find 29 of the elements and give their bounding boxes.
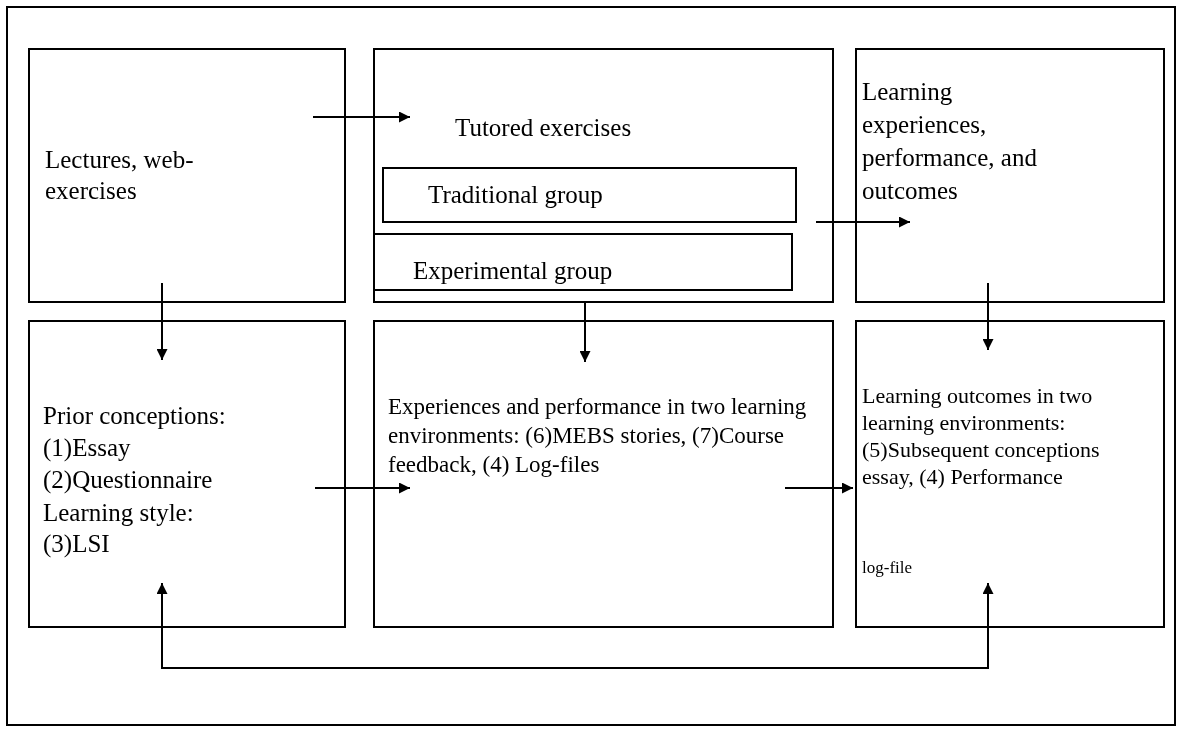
node-text: (3)LSI (43, 529, 111, 559)
node-text: Tutored exercises (455, 113, 633, 143)
node-text: Prior conceptions: (43, 401, 227, 431)
group-box (373, 233, 793, 291)
node-text: (2)Questionnaire (43, 465, 214, 495)
group-box (382, 167, 797, 223)
node-text: Learning style: (43, 498, 195, 528)
arrow (815, 216, 911, 228)
process-box (373, 320, 834, 628)
arrow (784, 482, 854, 494)
node-text: log-file (862, 557, 914, 579)
node-text: Experiences and performance in two learning environments: (6)MEBS stories, (7)Course feedback, (4) Log-files (388, 393, 808, 479)
node-text: (1)Essay (43, 433, 132, 463)
process-box (28, 320, 346, 628)
node-text: Experimental group (413, 256, 614, 286)
arrow (982, 282, 994, 351)
node-text: Learning outcomes in two learning environments: (5)Subsequent conceptions essay, (4) Performance (862, 382, 1101, 490)
node-text: Traditional group (428, 180, 604, 210)
arrow (579, 302, 591, 363)
node-text: Lectures, web-exercises (45, 145, 195, 206)
process-box (28, 48, 346, 303)
node-text: Learning experiences, performance, and outcomes (862, 77, 1038, 206)
outcome-box (855, 320, 1165, 628)
process-box (373, 48, 834, 303)
arrow (312, 111, 411, 123)
arrow (156, 282, 168, 361)
arrow (314, 482, 411, 494)
outcome-box (855, 48, 1165, 303)
arrow (156, 582, 994, 669)
